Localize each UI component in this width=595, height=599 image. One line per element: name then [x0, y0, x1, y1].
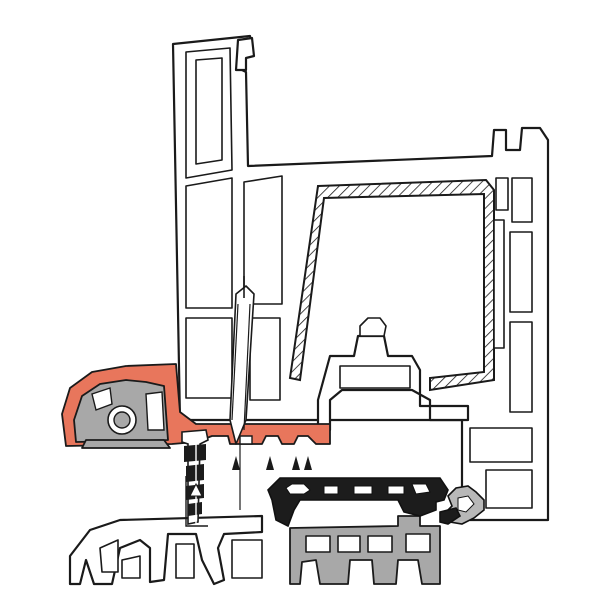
frame-profile	[316, 177, 533, 509]
base-sill-profile	[68, 514, 264, 586]
anchor-clip	[81, 439, 171, 449]
window-sash-profile	[171, 34, 550, 522]
mounting-outline	[185, 444, 241, 527]
sealing-gasket	[267, 477, 485, 528]
renovation-cover-profile	[61, 363, 331, 447]
spacer-arrows	[189, 456, 312, 497]
fixing-screw	[229, 276, 255, 445]
steel-reinforcement	[288, 178, 495, 392]
threshold-insert	[289, 515, 441, 585]
